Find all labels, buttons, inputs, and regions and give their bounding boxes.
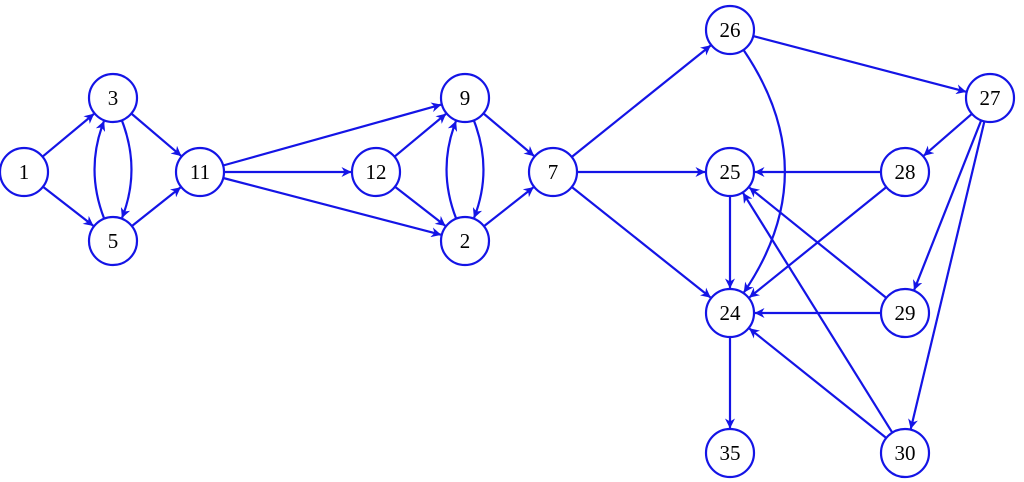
- edge-1-to-3: [41, 113, 95, 158]
- edge-11-to-9: [222, 102, 442, 167]
- edge-29-to-25: [748, 186, 887, 299]
- node-25: 25: [704, 146, 756, 198]
- node-5: 5: [87, 215, 139, 267]
- node-label: 30: [895, 441, 916, 465]
- node-circle: [87, 72, 139, 124]
- edge-12-to-2: [394, 185, 446, 227]
- node-30: 30: [879, 427, 931, 479]
- node-label: 9: [460, 86, 471, 110]
- node-label: 29: [895, 301, 916, 325]
- node-circle: [439, 72, 491, 124]
- node-24: 24: [704, 287, 756, 339]
- node-label: 12: [366, 160, 387, 184]
- edge-11-to-2: [222, 176, 442, 238]
- node-circle: [0, 146, 50, 198]
- node-2: 2: [439, 215, 491, 267]
- node-1: 1: [0, 146, 50, 198]
- edge-27-to-30: [908, 121, 986, 430]
- edge-30-to-25: [742, 192, 894, 434]
- edge-5-to-3: [93, 120, 106, 220]
- node-label: 1: [19, 160, 30, 184]
- node-label: 5: [108, 229, 119, 253]
- node-label: 11: [190, 160, 210, 184]
- node-circle: [704, 287, 756, 339]
- node-9: 9: [439, 72, 491, 124]
- node-label: 7: [548, 160, 559, 184]
- edge-7-to-26: [571, 44, 712, 158]
- node-label: 28: [895, 160, 916, 184]
- node-circle: [704, 146, 756, 198]
- node-28: 28: [879, 146, 931, 198]
- edge-9-to-7: [482, 112, 535, 157]
- node-circle: [439, 215, 491, 267]
- node-circle: [879, 146, 931, 198]
- node-27: 27: [964, 72, 1016, 124]
- node-circle: [350, 146, 402, 198]
- edge-3-to-11: [130, 112, 182, 157]
- node-26: 26: [704, 4, 756, 56]
- edge-9-to-2: [472, 119, 485, 219]
- node-label: 25: [720, 160, 741, 184]
- edge-7-to-24: [571, 186, 712, 299]
- edge-3-to-5: [120, 119, 133, 219]
- node-7: 7: [527, 146, 579, 198]
- node-circle: [527, 146, 579, 198]
- node-circle: [879, 287, 931, 339]
- edge-30-to-24: [748, 327, 887, 439]
- node-circle: [704, 4, 756, 56]
- edge-1-to-5: [42, 185, 94, 227]
- edge-26-to-27: [752, 35, 967, 95]
- node-circle: [879, 427, 931, 479]
- edge-2-to-9: [445, 120, 458, 220]
- node-circle: [174, 146, 226, 198]
- node-label: 3: [108, 86, 119, 110]
- edge-12-to-9: [393, 113, 447, 158]
- edge-27-to-28: [923, 112, 973, 157]
- edge-5-to-11: [131, 186, 182, 227]
- node-label: 27: [980, 86, 1001, 110]
- node-12: 12: [350, 146, 402, 198]
- edge-2-to-7: [483, 186, 534, 228]
- node-11: 11: [174, 146, 226, 198]
- edges-layer: [41, 35, 986, 439]
- node-circle: [704, 427, 756, 479]
- node-29: 29: [879, 287, 931, 339]
- node-label: 2: [460, 229, 471, 253]
- node-circle: [87, 215, 139, 267]
- edge-27-to-29: [913, 119, 983, 291]
- node-label: 35: [720, 441, 741, 465]
- node-35: 35: [704, 427, 756, 479]
- node-label: 24: [720, 301, 742, 325]
- node-label: 26: [720, 18, 741, 42]
- node-circle: [964, 72, 1016, 124]
- node-3: 3: [87, 72, 139, 124]
